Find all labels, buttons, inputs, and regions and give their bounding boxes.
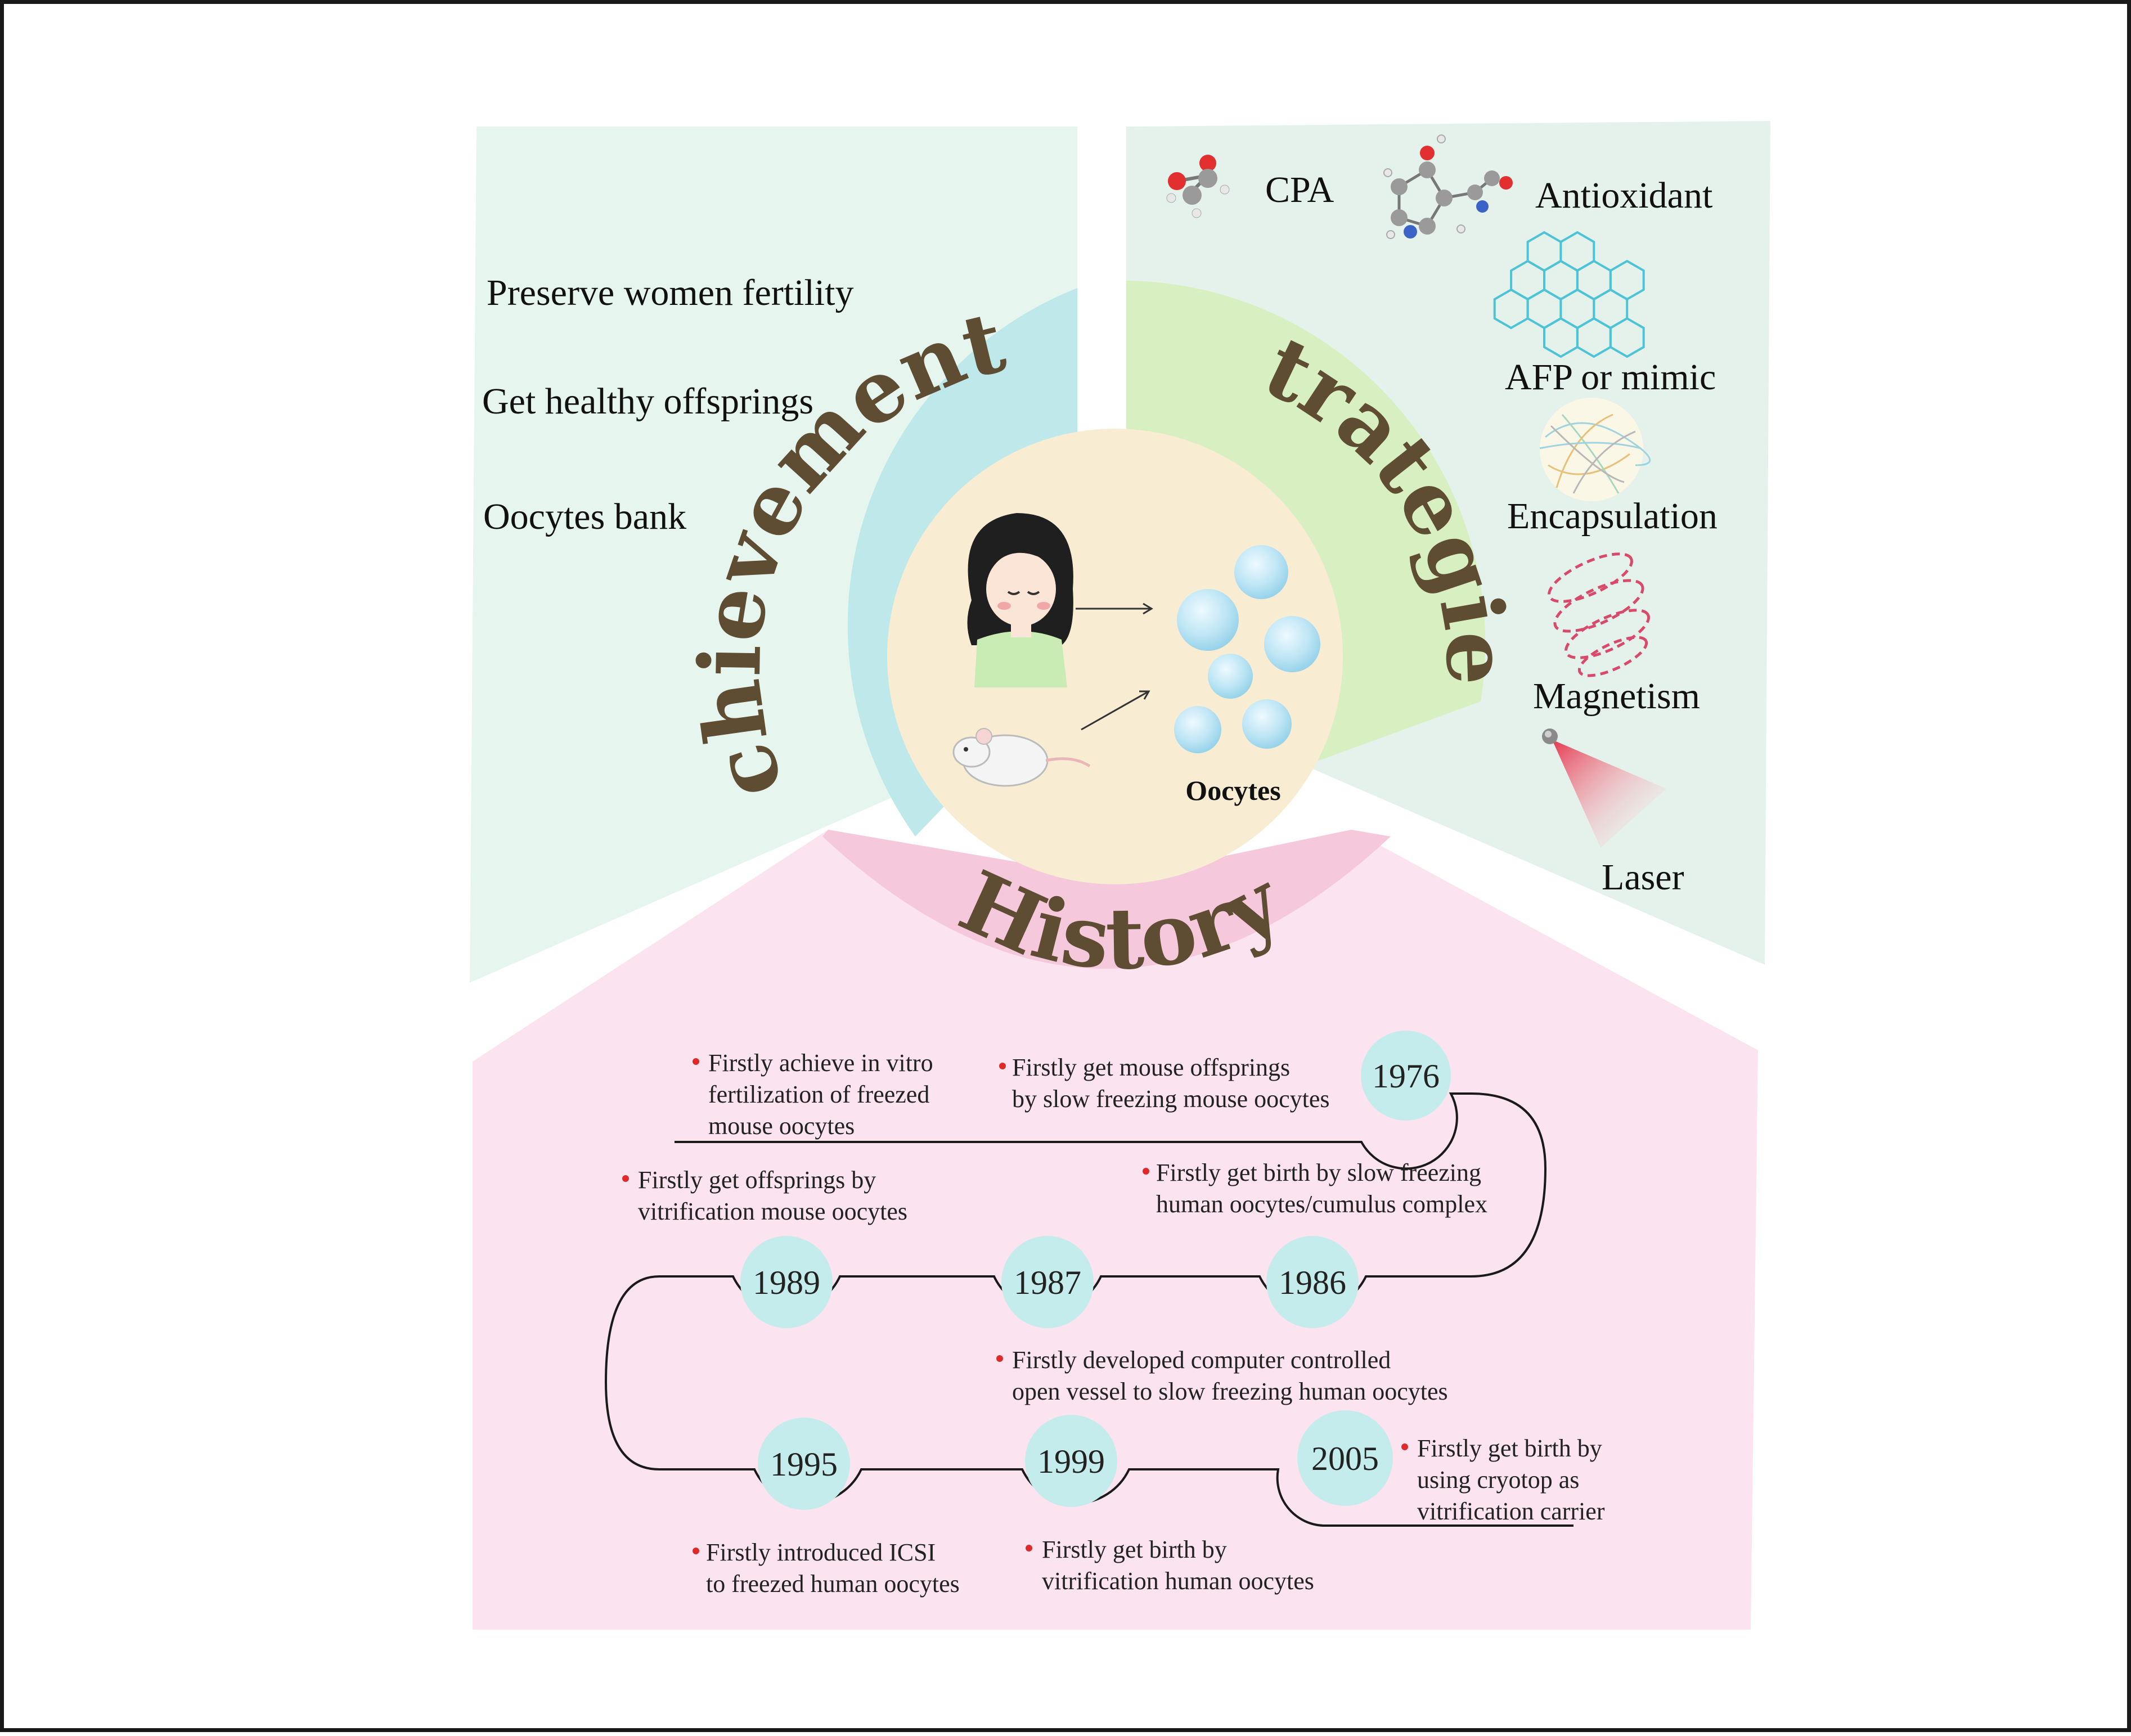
antioxidant-molecule-icon — [1383, 134, 1513, 239]
event-1976-ivf: Firstly achieve in vitro fertilization o… — [693, 1049, 939, 1140]
strategies-panel — [1126, 121, 1770, 965]
svg-text:Firstly get birth by usi: Firstly get birth by using cryotop as vi… — [1417, 1434, 1608, 1525]
event-line: open vessel to slow freezing human oocyt… — [1012, 1378, 1448, 1405]
event-1989: Firstly get offsprings by vitrification … — [622, 1166, 907, 1225]
hexagon-cell — [1493, 288, 1529, 330]
event-line: Firstly introduced ICSI — [706, 1539, 936, 1566]
achievement-item: Oocytes bank — [483, 496, 686, 537]
event-line: Firstly get birth by — [1042, 1536, 1227, 1563]
year-1999-marker: 1999 — [1025, 1415, 1117, 1507]
event-1976-offspring: Firstly get mouse offsprings by slow fre… — [999, 1054, 1330, 1113]
hexagon-cell — [1543, 317, 1579, 358]
encapsulation-mesh-icon — [1539, 398, 1651, 501]
event-1986: Firstly get birth by slow freezing human… — [1143, 1159, 1487, 1218]
svg-text:Firstly get birth by vit: Firstly get birth by vitrification human… — [1042, 1536, 1314, 1595]
event-line: by slow freezing mouse oocytes — [1012, 1085, 1330, 1113]
hexagon-lattice-icon — [1493, 231, 1645, 358]
laser-icon — [1542, 728, 1666, 848]
event-line: to freezed human oocytes — [706, 1570, 960, 1598]
diagram-canvas: Oocytes Achievements Strategies History … — [4, 4, 1770, 1630]
strategy-laser: Laser — [1602, 857, 1684, 898]
event-line: human oocytes/cumulus complex — [1156, 1190, 1487, 1218]
mouse-illustration — [952, 728, 1091, 787]
strategy-cpa: CPA — [1265, 169, 1334, 210]
svg-text:Firstly introduced ICSI: Firstly introduced ICSI to freezed human… — [706, 1539, 960, 1598]
event-1999: Firstly get birth by vitrification human… — [1026, 1536, 1314, 1595]
girl-to-oocytes-arrow — [1076, 602, 1153, 615]
year-1986-marker: 1986 — [1266, 1236, 1359, 1328]
magnetism-coil-icon — [1548, 552, 1650, 677]
svg-text:Firstly achieve in vitro: Firstly achieve in vitro fertilization o… — [708, 1049, 939, 1140]
svg-text:Firstly get birth by slow free: Firstly get birth by slow freezing human… — [1156, 1159, 1487, 1218]
hexagon-cell — [1609, 317, 1645, 358]
year-1995: 1995 — [770, 1446, 838, 1483]
event-line: Firstly developed computer controlled — [1012, 1346, 1391, 1374]
year-1999: 1999 — [1037, 1443, 1105, 1480]
girl-illustration — [967, 513, 1073, 687]
event-line: fertilization of freezed — [708, 1081, 929, 1108]
event-line: Firstly get mouse offsprings — [1012, 1054, 1290, 1081]
event-line: vitrification human oocytes — [1042, 1567, 1314, 1595]
year-1976-marker: 1976 — [1361, 1031, 1451, 1121]
svg-text:Firstly developed computer con: Firstly developed computer controlled op… — [1012, 1346, 1448, 1405]
svg-text:Firstly get mouse offsprings: Firstly get mouse offsprings by slow fre… — [1012, 1054, 1330, 1113]
oocyte-cells — [1174, 545, 1320, 753]
event-line: vitrification mouse oocytes — [638, 1198, 907, 1225]
year-2005: 2005 — [1311, 1440, 1379, 1477]
year-1995-marker: 1995 — [758, 1418, 850, 1510]
achievement-item: Get healthy offsprings — [482, 381, 813, 422]
event-1987: Firstly developed computer controlled op… — [996, 1346, 1448, 1405]
year-1987: 1987 — [1014, 1264, 1081, 1301]
strategy-encapsulation: Encapsulation — [1507, 496, 1718, 537]
oocytes-label: Oocytes — [1185, 775, 1280, 806]
strategy-afp-or-mimic: AFP or mimic — [1505, 357, 1716, 398]
year-1989-marker: 1989 — [740, 1236, 833, 1328]
event-line: Firstly achieve in vitro — [708, 1049, 933, 1077]
event-2005: Firstly get birth by using cryotop as vi… — [1401, 1434, 1608, 1525]
event-line: Firstly get offsprings by — [638, 1166, 876, 1194]
mouse-to-oocytes-arrow — [1081, 690, 1150, 731]
strategy-magnetism: Magnetism — [1533, 676, 1700, 717]
year-1976: 1976 — [1372, 1058, 1440, 1095]
event-line: vitrification carrier — [1417, 1497, 1605, 1525]
year-1986: 1986 — [1279, 1264, 1346, 1301]
achievement-item: Preserve women fertility — [487, 272, 853, 313]
year-1989: 1989 — [753, 1264, 820, 1301]
event-line: mouse oocytes — [708, 1112, 855, 1140]
cpa-molecule-icon — [1166, 155, 1230, 218]
svg-text:Firstly get offsprings by: Firstly get offsprings by vitrification … — [638, 1166, 907, 1225]
event-line: Firstly get birth by slow freezing — [1156, 1159, 1481, 1186]
event-line: using cryotop as — [1417, 1466, 1579, 1494]
event-1995: Firstly introduced ICSI to freezed human… — [693, 1539, 960, 1598]
year-1987-marker: 1987 — [1001, 1236, 1094, 1328]
year-2005-marker: 2005 — [1297, 1410, 1393, 1506]
strategy-antioxidant: Antioxidant — [1535, 175, 1712, 216]
event-line: Firstly get birth by — [1417, 1434, 1602, 1462]
